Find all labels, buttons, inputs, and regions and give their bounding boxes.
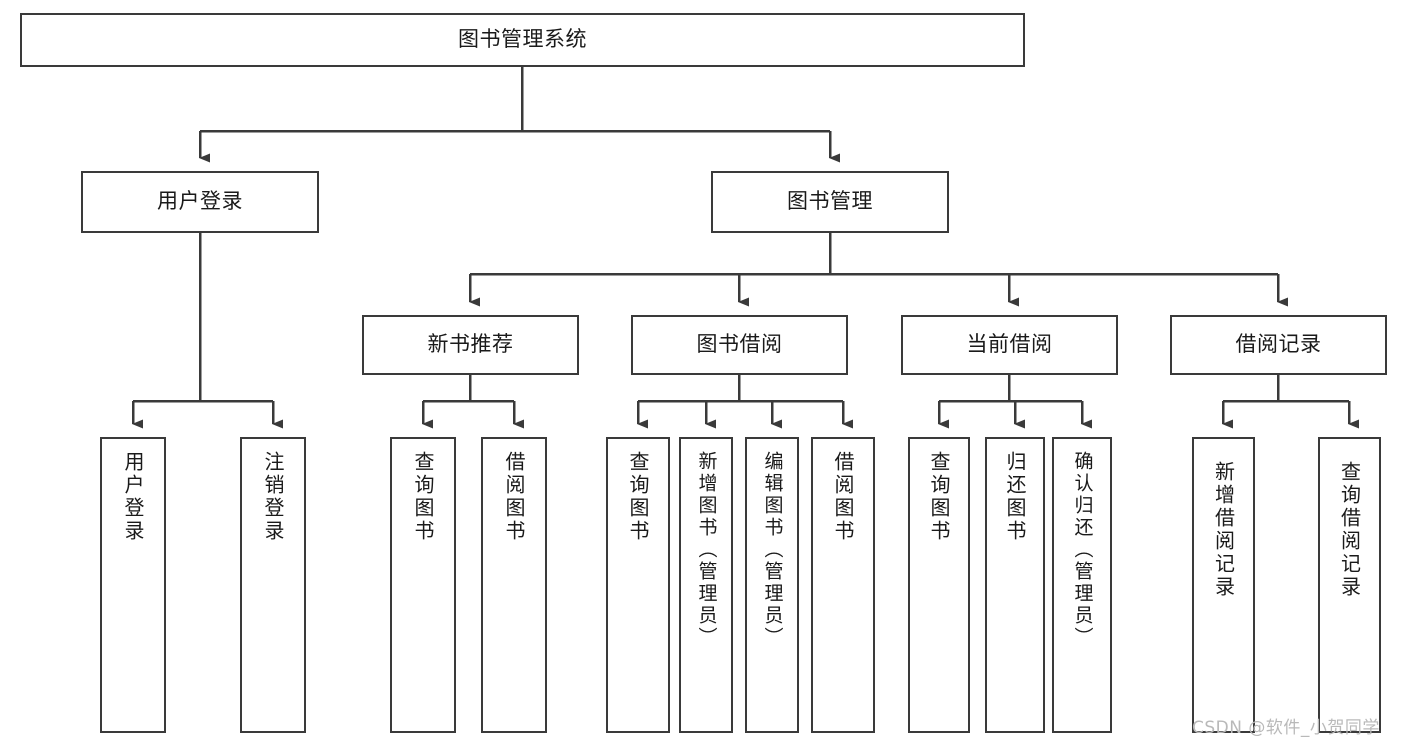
node-book-management[interactable]: 图书管理 [711, 171, 949, 233]
node-user-login[interactable]: 用户登录 [81, 171, 319, 233]
node-label: 查询图书 [927, 451, 951, 543]
node-label: 归还图书 [1003, 451, 1027, 543]
node-label: 图书管理 [787, 189, 873, 214]
csdn-watermark: CSDN @软件_小贺同学 [1192, 718, 1380, 738]
leaf-return-book[interactable]: 归还图书 [985, 437, 1045, 733]
node-label: 借阅图书 [502, 451, 526, 543]
node-label: 图书借阅 [696, 332, 783, 357]
node-label: 用户登录 [157, 189, 243, 214]
node-label: 编辑图书（管理员） [761, 451, 784, 649]
node-label: 借阅记录 [1235, 332, 1322, 357]
node-current-borrow[interactable]: 当前借阅 [901, 315, 1118, 375]
node-book-borrow[interactable]: 图书借阅 [631, 315, 848, 375]
leaf-query-book-borrow[interactable]: 查询图书 [606, 437, 670, 733]
leaf-user-login[interactable]: 用户登录 [100, 437, 166, 733]
leaf-query-borrow-record[interactable]: 查询借阅记录 [1318, 437, 1381, 733]
node-label: 新增图书（管理员） [695, 451, 718, 649]
node-label: 借阅图书 [831, 451, 855, 543]
node-new-book-recommend[interactable]: 新书推荐 [362, 315, 579, 375]
node-label: 注销登录 [261, 451, 285, 543]
node-label: 确认归还（管理员） [1071, 451, 1094, 649]
node-label: 查询借阅记录 [1337, 461, 1362, 599]
leaf-query-book-current[interactable]: 查询图书 [908, 437, 970, 733]
leaf-borrow-book[interactable]: 借阅图书 [811, 437, 875, 733]
leaf-query-book-recommend[interactable]: 查询图书 [390, 437, 456, 733]
leaf-borrow-book-recommend[interactable]: 借阅图书 [481, 437, 547, 733]
leaf-add-book-admin[interactable]: 新增图书（管理员） [679, 437, 733, 733]
node-label: 图书管理系统 [458, 27, 587, 52]
node-label: 新书推荐 [427, 332, 514, 357]
node-root[interactable]: 图书管理系统 [20, 13, 1025, 67]
leaf-logout[interactable]: 注销登录 [240, 437, 306, 733]
leaf-add-borrow-record[interactable]: 新增借阅记录 [1192, 437, 1255, 733]
node-borrow-record[interactable]: 借阅记录 [1170, 315, 1387, 375]
leaf-edit-book-admin[interactable]: 编辑图书（管理员） [745, 437, 799, 733]
node-label: 用户登录 [121, 451, 145, 543]
node-label: 新增借阅记录 [1211, 461, 1236, 599]
node-label: 查询图书 [411, 451, 435, 543]
leaf-confirm-return-admin[interactable]: 确认归还（管理员） [1052, 437, 1112, 733]
node-label: 当前借阅 [966, 332, 1053, 357]
node-label: 查询图书 [626, 451, 650, 543]
